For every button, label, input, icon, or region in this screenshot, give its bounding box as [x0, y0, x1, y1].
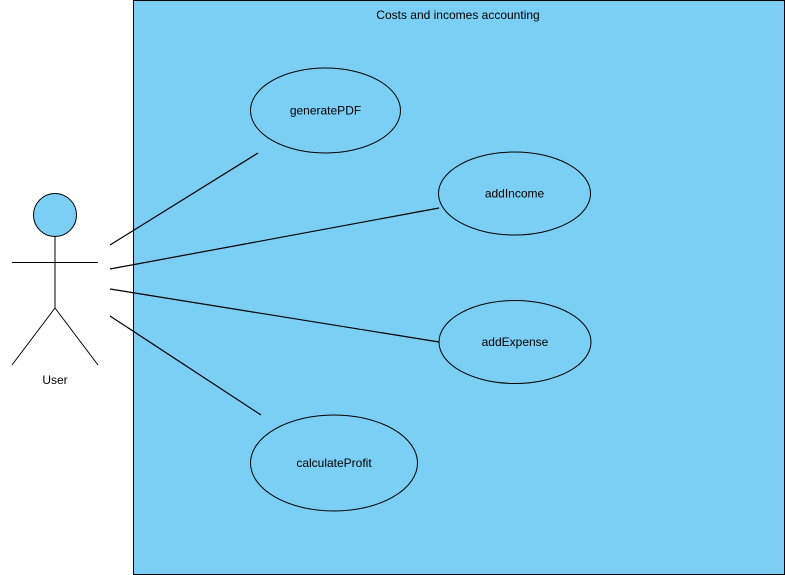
- actor-user[interactable]: User: [11, 193, 99, 388]
- association-addincome[interactable]: [109, 207, 440, 270]
- actor-label: User: [42, 373, 67, 387]
- actor-head: [33, 193, 77, 237]
- use-case-ellipse: [250, 67, 401, 154]
- actor-left-leg: [11, 307, 56, 366]
- system-title: Costs and incomes accounting: [376, 8, 539, 22]
- use-case-ellipse: [250, 414, 418, 512]
- use-case-label: generatePDF: [290, 104, 361, 118]
- system-boundary[interactable]: [133, 0, 785, 575]
- association-calculateprofit[interactable]: [109, 315, 262, 416]
- use-case-generatepdf[interactable]: generatePDF: [250, 67, 401, 154]
- use-case-ellipse: [438, 151, 591, 236]
- association-addexpense[interactable]: [109, 288, 440, 343]
- use-case-label: addIncome: [485, 187, 545, 201]
- association-generatepdf[interactable]: [109, 152, 259, 246]
- use-case-label: addExpense: [482, 335, 549, 349]
- use-case-ellipse: [438, 300, 592, 384]
- actor-right-leg: [54, 307, 99, 366]
- use-case-addexpense[interactable]: addExpense: [438, 300, 592, 384]
- use-case-addincome[interactable]: addIncome: [438, 151, 591, 236]
- use-case-calculateprofit[interactable]: calculateProfit: [250, 414, 418, 512]
- use-case-label: calculateProfit: [296, 456, 372, 470]
